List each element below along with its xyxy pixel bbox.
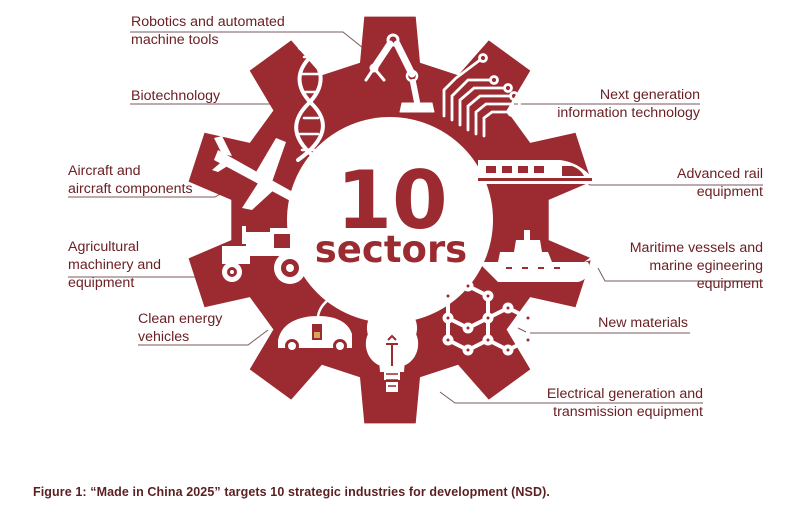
robot-arm-icon: [364, 33, 435, 113]
center-word: sectors: [315, 228, 467, 271]
center-number: 10: [336, 154, 447, 247]
label-aircraft: Aircraft and aircraft components: [68, 163, 193, 197]
dna-icon: [294, 46, 325, 162]
molecule-icon: [442, 280, 534, 356]
airplane-icon: [212, 136, 304, 210]
circuit-icon: [442, 53, 521, 138]
label-next-gen-it: Next generation information technology: [557, 87, 700, 121]
label-electrical: Electrical generation and transmission e…: [546, 386, 703, 420]
train-icon: [478, 160, 596, 184]
ten-sectors-gear-diagram: 10 sectors: [68, 16, 763, 424]
electric-car-icon: [278, 286, 352, 353]
label-new-materials: New materials: [598, 315, 688, 331]
leader-maritime: [597, 267, 763, 282]
center-hub: [287, 117, 493, 323]
label-biotechnology: Biotechnology: [131, 88, 221, 104]
label-clean-energy: Clean energy vehicles: [138, 311, 223, 345]
tractor-icon: [222, 226, 306, 284]
light-bulb-icon: [365, 306, 419, 392]
label-robotics: Robotics and automated machine tools: [131, 14, 285, 48]
leader-clean-energy: [138, 329, 269, 346]
leader-electrical: [439, 391, 703, 404]
label-rail: Advanced rail equipment: [677, 166, 763, 200]
label-maritime: Maritime vessels and marine egineering e…: [629, 240, 763, 292]
label-agricultural: Agricultural machinery and equipment: [68, 239, 162, 291]
figure-caption: Figure 1: “Made in China 2025” targets 1…: [33, 485, 550, 499]
ship-icon: [478, 230, 600, 282]
